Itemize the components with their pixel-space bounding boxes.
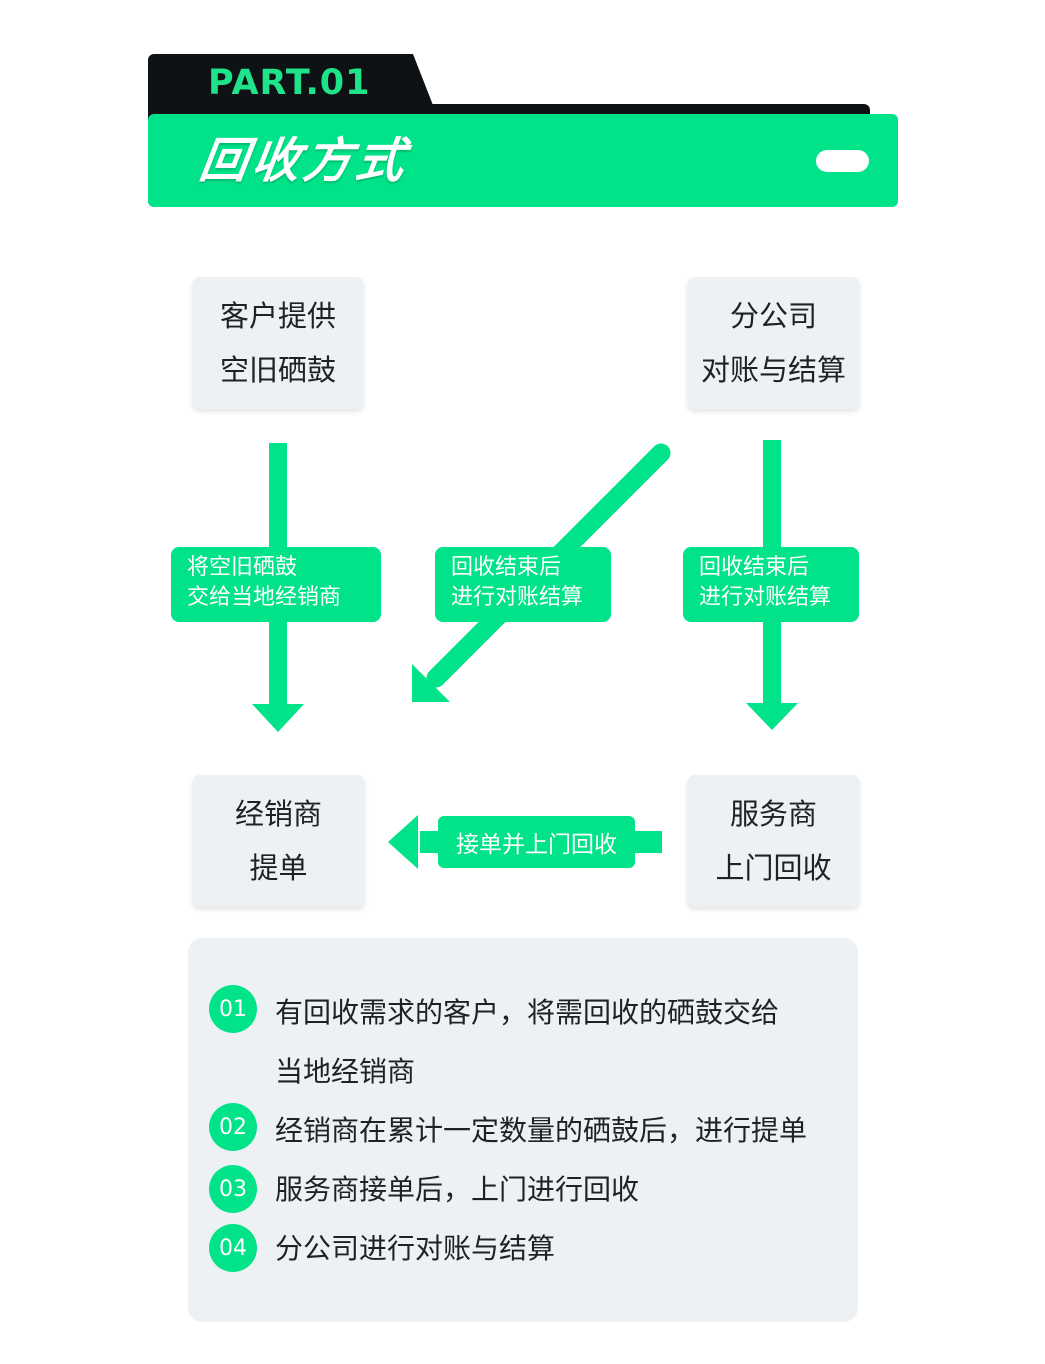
node-customer-line2: 空旧硒鼓	[219, 353, 336, 387]
title-bar	[148, 114, 898, 207]
edge-label-provider-to-dealer: 接单并上门回收	[438, 816, 635, 868]
node-branch-line1: 分公司	[729, 299, 817, 333]
note-number-badge: 02	[209, 1103, 257, 1151]
node-provider: 服务商 上门回收	[687, 775, 860, 907]
node-dealer-line1: 经销商	[234, 797, 322, 831]
node-customer: 客户提供 空旧硒鼓	[192, 277, 364, 409]
edge-label-line2: 交给当地经销商	[187, 585, 342, 610]
note-number-badge: 01	[209, 985, 257, 1033]
edge-label-customer-to-dealer: 将空旧硒鼓 交给当地经销商	[171, 547, 381, 622]
edge-label-branch-to-provider: 回收结束后 进行对账结算	[683, 547, 859, 622]
note-text: 分公司进行对账与结算	[275, 1232, 556, 1265]
edge-label-branch-to-dealer: 回收结束后 进行对账结算	[435, 547, 611, 622]
node-branch-line2: 对账与结算	[700, 353, 846, 387]
edge-label-line2: 进行对账结算	[451, 585, 584, 610]
notes-panel	[188, 938, 858, 1322]
edge-label-line1: 将空旧硒鼓	[187, 555, 298, 580]
node-dealer-line2: 提单	[249, 851, 308, 885]
node-provider-line1: 服务商	[729, 797, 817, 831]
edge-label-line1: 回收结束后	[451, 555, 562, 580]
note-text: 有回收需求的客户，将需回收的硒鼓交给	[275, 996, 780, 1029]
part-label: PART.01	[208, 63, 371, 103]
note-text: 服务商接单后，上门进行回收	[275, 1173, 640, 1206]
note-text: 当地经销商	[275, 1055, 416, 1088]
node-provider-line2: 上门回收	[715, 851, 832, 885]
edge-label-line1: 回收结束后	[699, 555, 810, 580]
edge-label-line2: 进行对账结算	[699, 585, 832, 610]
node-dealer: 经销商 提单	[192, 775, 365, 907]
title-pill-decoration	[816, 150, 869, 172]
node-branch: 分公司 对账与结算	[687, 277, 860, 409]
note-text: 经销商在累计一定数量的硒鼓后，进行提单	[275, 1114, 808, 1147]
node-customer-line1: 客户提供	[219, 299, 336, 333]
note-number-badge: 03	[209, 1165, 257, 1213]
note-number-badge: 04	[209, 1224, 257, 1272]
